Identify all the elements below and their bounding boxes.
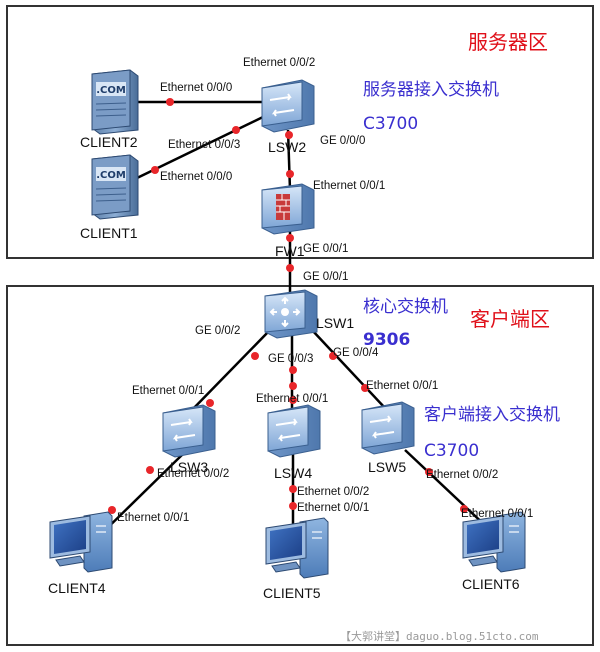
link-client1-lsw2	[136, 114, 266, 180]
server-zone-title: 服务器区	[468, 30, 548, 54]
lsw4-label: LSW4	[274, 465, 312, 481]
link-lsw1-lsw3	[189, 329, 271, 413]
port-label: Ethernet 0/0/0	[160, 82, 232, 94]
port-label: Ethernet 0/0/2	[426, 469, 498, 481]
client6-label: CLIENT6	[462, 576, 520, 592]
server-icon[interactable]: .COM	[91, 154, 139, 220]
port-label: GE 0/0/0	[320, 135, 365, 147]
port-label: Ethernet 0/0/1	[132, 385, 204, 397]
port-label: Ethernet 0/0/1	[117, 512, 189, 524]
link-lsw5-client6	[404, 449, 491, 531]
client2-label: CLIENT2	[80, 134, 138, 150]
port-label: Ethernet 0/0/1	[256, 393, 328, 405]
switch-icon[interactable]	[261, 79, 315, 133]
server-access-switch-note: 服务器接入交换机	[363, 80, 499, 100]
port-label: Ethernet 0/0/3	[168, 139, 240, 151]
watermark-text: 【大郭讲堂】daguo.blog.51cto.com	[340, 629, 539, 643]
switch-icon[interactable]	[267, 404, 321, 458]
port-label: Ethernet 0/0/1	[461, 508, 533, 520]
port-label: Ethernet 0/0/1	[366, 380, 438, 392]
client-zone-title: 客户端区	[470, 307, 550, 331]
fw1-label: FW1	[275, 243, 305, 259]
core-switch-note: 核心交换机	[363, 297, 448, 317]
server-icon[interactable]: .COM	[91, 69, 139, 135]
port-label: GE 0/0/3	[268, 353, 313, 365]
port-label: Ethernet 0/0/2	[157, 468, 229, 480]
port-label: Ethernet 0/0/1	[313, 180, 385, 192]
client1-label: CLIENT1	[80, 225, 138, 241]
core-model-note: 9306	[363, 330, 410, 350]
lsw2-label: LSW2	[268, 139, 306, 155]
switch-icon[interactable]	[162, 404, 216, 458]
pc-icon[interactable]	[462, 511, 526, 573]
lsw3-label: LSW3	[170, 459, 208, 475]
port-label: GE 0/0/4	[333, 347, 379, 359]
firewall-icon[interactable]	[261, 183, 315, 235]
link-lsw1-lsw5	[311, 329, 386, 409]
port-label: Ethernet 0/0/1	[297, 502, 369, 514]
port-label: GE 0/0/1	[303, 243, 348, 255]
client4-label: CLIENT4	[48, 580, 106, 596]
pc-icon[interactable]	[265, 517, 329, 579]
svg-text:.COM: .COM	[96, 170, 126, 181]
pc-icon[interactable]	[49, 511, 113, 573]
port-label: Ethernet 0/0/2	[297, 486, 369, 498]
server-access-model-note: C3700	[363, 114, 418, 134]
svg-text:.COM: .COM	[96, 85, 126, 96]
port-dots	[108, 98, 468, 514]
link-lsw2-fw1	[286, 129, 292, 191]
lsw1-label: LSW1	[316, 315, 354, 331]
port-label: Ethernet 0/0/2	[243, 57, 315, 69]
port-label: GE 0/0/2	[195, 325, 240, 337]
client5-label: CLIENT5	[263, 585, 321, 601]
port-label: GE 0/0/1	[303, 271, 348, 283]
client-access-switch-note: 客户端接入交换机	[424, 405, 560, 425]
switch-icon[interactable]	[361, 401, 415, 455]
server-zone-box	[6, 5, 594, 259]
port-label: Ethernet 0/0/0	[160, 171, 232, 183]
client-zone-box	[6, 285, 594, 646]
core-switch-icon[interactable]	[264, 289, 318, 339]
client-access-model-note: C3700	[424, 441, 479, 461]
lsw5-label: LSW5	[368, 459, 406, 475]
